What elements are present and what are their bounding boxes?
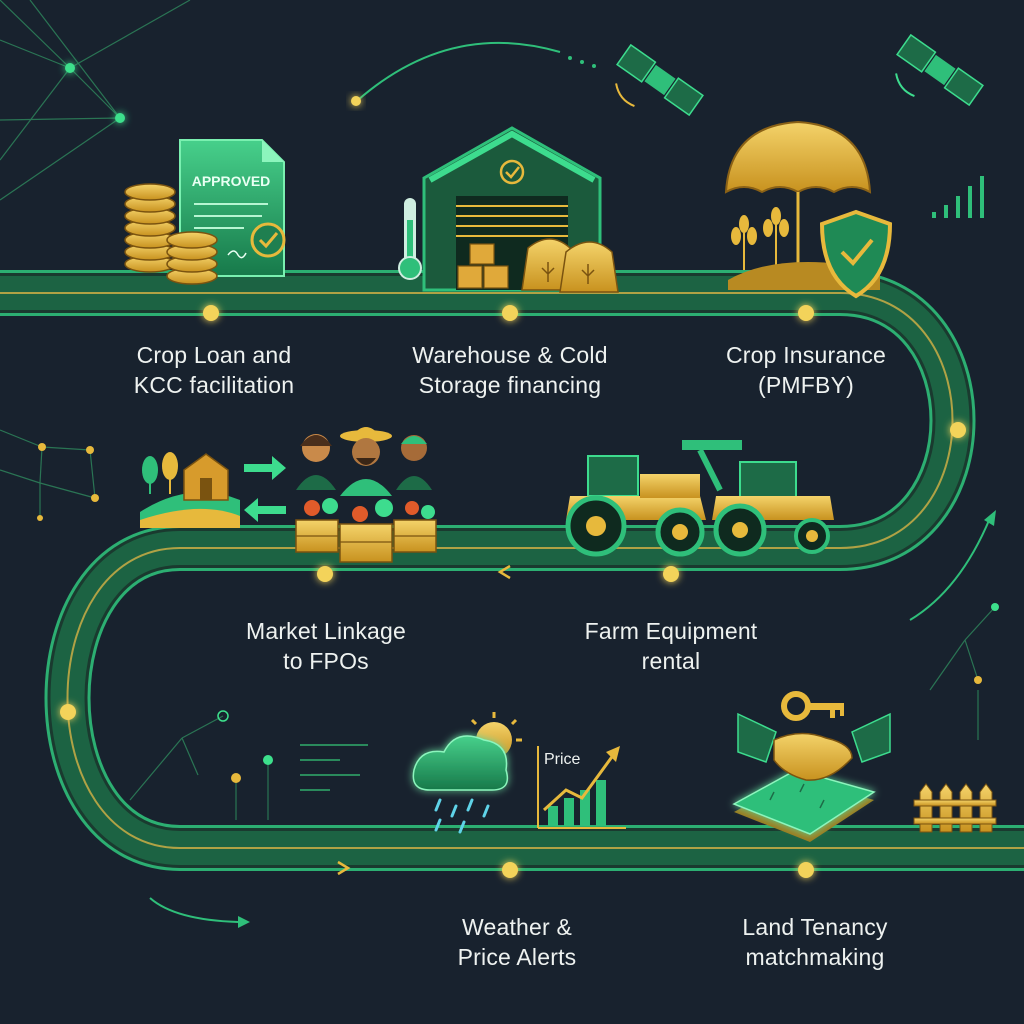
step-label-line: Land Tenancy — [742, 914, 888, 940]
key-icon — [781, 691, 844, 721]
wheat-icon — [731, 207, 789, 270]
network-nodes-left — [37, 443, 99, 521]
farmers-icon — [296, 427, 432, 496]
step-label-line: Price Alerts — [457, 944, 577, 970]
network-decoration-top-left — [0, 0, 191, 201]
produce-crate-icon — [295, 498, 437, 563]
handshake-icon — [737, 712, 891, 781]
network-decoration-left — [0, 429, 96, 518]
step-label-line: Farm Equipment — [584, 618, 758, 644]
step-label-line: (PMFBY) — [758, 372, 854, 398]
shield-icon — [819, 209, 893, 299]
network-node — [231, 773, 241, 783]
network-node — [991, 603, 999, 611]
road-arrows — [337, 564, 511, 876]
decorative-arc — [357, 41, 561, 101]
arrow-head — [238, 916, 250, 928]
network-node — [217, 710, 229, 722]
satellite-icon — [895, 33, 984, 107]
step-label-crop-insurance: Crop Insurance (PMFBY) — [676, 340, 936, 400]
step-label-line: KCC facilitation — [133, 372, 295, 398]
satellite-icon — [615, 43, 704, 117]
tractor-icon — [682, 440, 834, 557]
step-label-crop-loan: Crop Loan and KCC facilitation — [84, 340, 344, 400]
step-label-line: Warehouse & Cold — [412, 342, 608, 368]
signal-bars-icon — [932, 176, 984, 218]
barn-icon — [140, 452, 240, 528]
road-path — [0, 270, 1024, 871]
arrow-head — [984, 510, 996, 526]
price-chart-icon: Price — [537, 746, 626, 829]
step-label-line: Crop Loan and — [136, 342, 292, 368]
fence-icon — [913, 783, 997, 833]
network-decoration-bottom-left — [129, 715, 269, 820]
exchange-arrows-icon — [244, 456, 286, 522]
dot-trail — [568, 56, 596, 68]
network-decoration-right — [929, 606, 996, 740]
step-label-line: Storage financing — [418, 372, 602, 398]
step-label-line: matchmaking — [745, 944, 885, 970]
network-node — [263, 755, 273, 765]
approved-badge-text: APPROVED — [192, 173, 271, 189]
umbrella-icon — [724, 120, 872, 270]
milestone-dots — [60, 305, 966, 878]
decorative-arc — [149, 897, 239, 923]
step-label-line: rental — [641, 648, 701, 674]
step-label-warehouse: Warehouse & Cold Storage financing — [380, 340, 640, 400]
decorative-arc — [909, 517, 991, 621]
step-label-line: Market Linkage — [245, 618, 407, 644]
grain-sack-icon — [521, 238, 619, 293]
thermometer-icon — [398, 198, 422, 280]
tractor-icon — [565, 455, 706, 557]
step-label-market-linkage: Market Linkage to FPOs — [196, 616, 456, 676]
step-label-weather-alerts: Weather & Price Alerts — [387, 912, 647, 972]
network-node — [974, 676, 982, 684]
price-chart-label: Price — [544, 751, 581, 768]
step-label-land-tenancy: Land Tenancy matchmaking — [685, 912, 945, 972]
land-plot-icon — [732, 769, 876, 842]
data-lines-decoration — [300, 744, 368, 791]
network-nodes-top-left — [65, 63, 125, 123]
step-label-line: Crop Insurance — [725, 342, 887, 368]
step-label-line: Weather & — [461, 914, 573, 940]
step-label-line: to FPOs — [283, 648, 369, 674]
cloud-rain-icon — [412, 735, 509, 834]
glow-dot — [351, 96, 361, 106]
coins-icon — [124, 183, 218, 285]
step-label-farm-equipment: Farm Equipment rental — [541, 616, 801, 676]
